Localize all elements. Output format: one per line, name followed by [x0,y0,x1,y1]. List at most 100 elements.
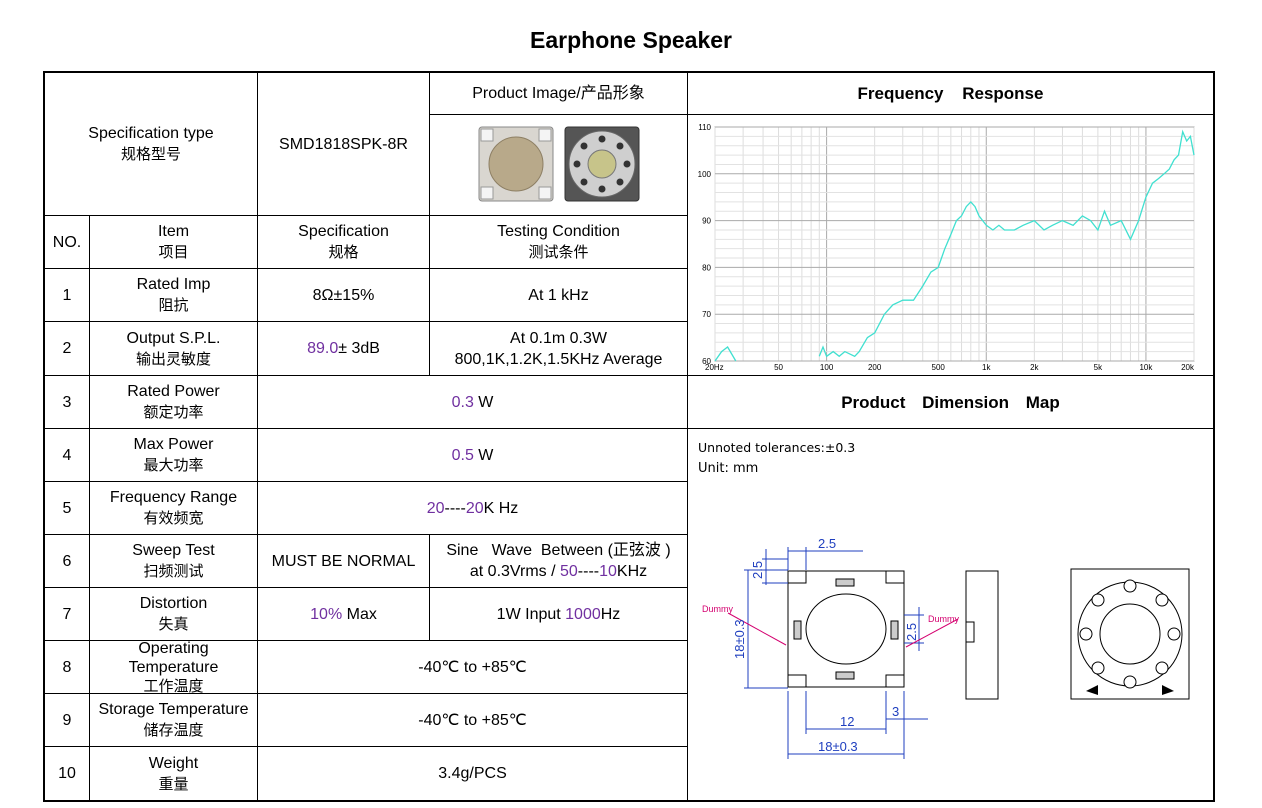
row-no-text: 9 [62,711,72,729]
product-image-label-cell: Product Image/产品形象 [430,73,688,115]
row-6-spec: MUST BE NORMAL [258,535,430,588]
top-view-body [787,570,905,688]
item-cn: 扫频测试 [143,562,204,580]
value: 0.5 W [452,445,494,466]
header-no-cell: NO. [45,216,90,269]
row-6-cond: Sine Wave Between (正弦波 ) at 0.3Vrms / 50… [430,535,688,588]
response-curve [714,345,737,361]
dimension-map-area: Unnoted tolerances:±0.3 Unit: mm [688,429,1213,800]
row-2-item: Output S.P.L. 输出灵敏度 [90,322,258,376]
dimension-map-title: Product Dimension Map [841,392,1060,412]
cond-rest: KHz [616,563,648,580]
dimension-drawing: 2.5 12 3 18±0.3 2.5 18±0.3 2.5 Dummy Dum… [702,536,1190,759]
diaphragm-outline [805,593,887,665]
spec-value: 89.0± 3dB [307,338,380,359]
item-en: Sweep Test [132,542,215,559]
item-cn: 有效频宽 [143,509,204,527]
x-tick-label: 10k [1139,363,1153,372]
row-8-no: 8 [45,641,90,694]
row-5-value: 20----20K Hz [258,482,688,535]
row-no-text: 8 [62,658,72,676]
item-cn: 工作温度 [143,676,204,694]
item-en-2: Temperature [128,658,219,676]
spec-highlight: 10% [310,605,343,623]
item-en: Output S.P.L. [126,329,221,347]
item-cn: 储存温度 [143,721,204,739]
row-no-text: 2 [62,340,72,357]
y-tick-label: 100 [698,169,712,178]
item-cn: 输出灵敏度 [135,349,211,368]
row-5-no: 5 [45,482,90,535]
item-en: Rated Imp [136,276,211,293]
cond-line-1: At 0.1m 0.3W [510,329,607,347]
row-9-item: Storage Temperature 储存温度 [90,694,258,747]
product-image-cell [430,115,688,216]
plot-area [714,126,1195,361]
row-9-value: -40℃ to +85℃ [258,694,688,747]
header-spec-cell: Specification 规格 [258,216,430,269]
row-1-no: 1 [45,269,90,322]
x-tick-label: 500 [932,363,946,372]
dim-2-5-vertical: 2.5 [750,561,765,579]
product-image-label: Product Image/产品形象 [472,85,645,102]
row-2-no: 2 [45,322,90,376]
page-title: Earphone Speaker [530,27,732,53]
row-3-value: 0.3 W [258,376,688,429]
row-10-item: Weight 重量 [90,747,258,800]
item-cn: 重量 [158,774,189,793]
cond-sep: ---- [577,563,600,580]
header-cond-cell: Testing Condition 测试条件 [430,216,688,269]
value-sep: ---- [444,499,466,517]
header-spec-cn: 规格 [328,243,359,261]
item-cn: 最大功率 [143,456,204,474]
value: 0.3 W [452,392,494,413]
value-rest: K Hz [483,499,519,517]
cond-pre: at 0.3Vrms / [469,563,560,580]
row-4-no: 4 [45,429,90,482]
model-number: SMD1818SPK-8R [279,135,408,153]
cond-highlight: 1000 [565,605,601,623]
row-4-item: Max Power 最大功率 [90,429,258,482]
bottom-view [1070,568,1190,700]
row-1-item: Rated Imp 阻抗 [90,269,258,322]
row-8-value: -40℃ to +85℃ [258,641,688,694]
item-cn: 额定功率 [143,403,204,421]
value-highlight: 20 [426,499,445,517]
row-1-spec: 8Ω±15% [258,269,430,322]
row-3-item: Rated Power 额定功率 [90,376,258,429]
row-4-value: 0.5 W [258,429,688,482]
item-en: Distortion [139,595,208,612]
side-view [965,570,999,700]
row-no-text: 10 [58,765,76,782]
row-7-cond: 1W Input 1000Hz [430,588,688,641]
product-photo [478,126,639,202]
dim-12: 12 [840,714,854,729]
row-10-value: 3.4g/PCS [258,747,688,800]
row-7-no: 7 [45,588,90,641]
model-cell: SMD1818SPK-8R [258,73,430,216]
item-en: Storage Temperature [98,701,249,718]
value: -40℃ to +85℃ [418,711,527,729]
row-3-no: 3 [45,376,90,429]
header-no: NO. [52,233,82,251]
row-no-text: 6 [62,552,72,570]
spec-type-cn: 规格型号 [120,145,181,163]
header-cond-cn: 测试条件 [528,243,589,261]
row-2-cond: At 0.1m 0.3W 800,1K,1.2K,1.5KHz Average [430,322,688,376]
header-spec-en: Specification [298,223,389,240]
value-highlight: 20 [465,499,484,517]
dummy-label-left: Dummy [702,604,733,614]
header-item-en: Item [157,223,190,240]
dimension-notes: Unnoted tolerances:±0.3 Unit: mm [698,437,855,479]
row-6-item: Sweep Test 扫频测试 [90,535,258,588]
row-no-text: 3 [62,393,72,411]
dim-2-5-horizontal: 2.5 [818,536,836,551]
x-tick-label: 5k [1094,363,1103,372]
x-tick-label: 200 [868,363,882,372]
spec-value: 8Ω±15% [312,286,375,304]
cond-line-2: 800,1K,1.2K,1.5KHz Average [454,350,663,368]
spec-type-en: Specification type [88,125,214,142]
y-tick-label: 60 [702,357,711,366]
row-8-item: Operating Temperature 工作温度 [90,641,258,694]
